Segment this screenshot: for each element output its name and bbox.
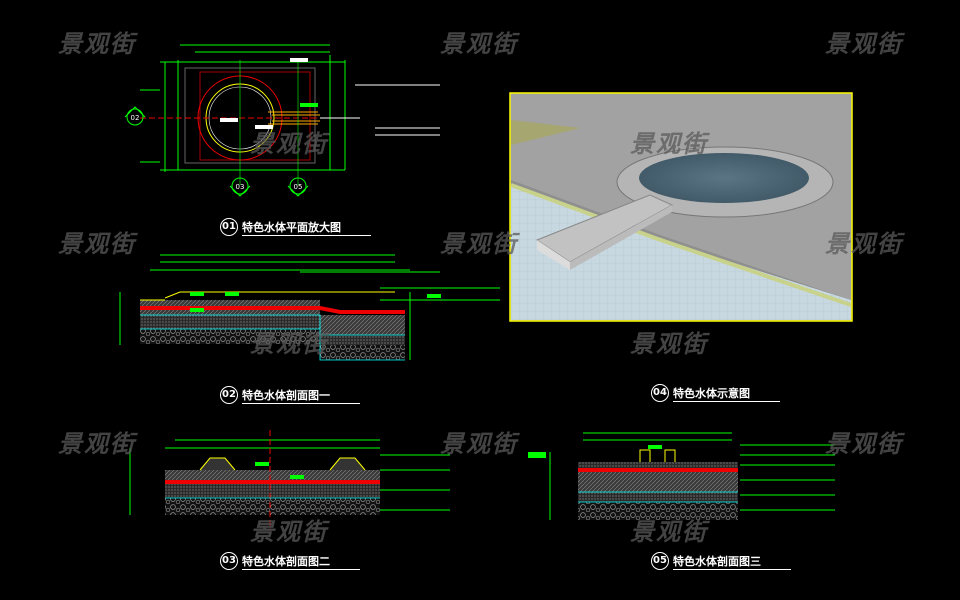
watermark: 景观街 [630, 518, 708, 546]
watermark: 景观街 [250, 330, 328, 358]
drawing-title-text: 特色水体剖面图二 [242, 553, 360, 570]
drawing-title-text: 特色水体剖面图三 [673, 553, 791, 570]
watermark: 景观街 [58, 430, 136, 458]
drawing-title-text: 特色水体示意图 [673, 385, 780, 402]
drawing-title-03: 03 特色水体剖面图二 [220, 552, 360, 570]
watermark: 景观街 [825, 30, 903, 58]
section-marker-icon [231, 177, 249, 195]
drawing-number: 03 [220, 552, 238, 570]
watermark: 景观街 [825, 230, 903, 258]
watermark: 景观街 [825, 430, 903, 458]
section-view-02 [119, 254, 500, 361]
watermark: 景观街 [250, 130, 328, 158]
watermark: 景观街 [58, 30, 136, 58]
drawing-title-01: 01 特色水体平面放大图 [220, 218, 371, 236]
section-view-05 [528, 432, 835, 520]
watermark: 景观街 [250, 518, 328, 546]
watermark: 景观街 [440, 230, 518, 258]
section-marker-icon [126, 108, 144, 126]
drawing-title-05: 05 特色水体剖面图三 [651, 552, 791, 570]
drawing-number: 04 [651, 384, 669, 402]
watermark: 景观街 [440, 30, 518, 58]
plan-view-01: 02 03 05 [124, 44, 440, 197]
watermark: 景观街 [630, 330, 708, 358]
drawing-number: 05 [651, 552, 669, 570]
section-marker-icon [289, 177, 307, 195]
drawing-title-02: 02 特色水体剖面图一 [220, 386, 360, 404]
drawing-title-text: 特色水体平面放大图 [242, 219, 371, 236]
section-marker-label: 03 [236, 183, 245, 191]
watermark: 景观街 [630, 130, 708, 158]
render-view-04 [509, 92, 853, 322]
section-view-03 [129, 430, 450, 530]
section-marker-label: 05 [294, 183, 303, 191]
drawing-number: 02 [220, 386, 238, 404]
drawing-number: 01 [220, 218, 238, 236]
watermark: 景观街 [58, 230, 136, 258]
drawing-title-text: 特色水体剖面图一 [242, 387, 360, 404]
section-marker-label: 02 [131, 114, 140, 122]
drawing-title-04: 04 特色水体示意图 [651, 384, 780, 402]
watermark: 景观街 [440, 430, 518, 458]
